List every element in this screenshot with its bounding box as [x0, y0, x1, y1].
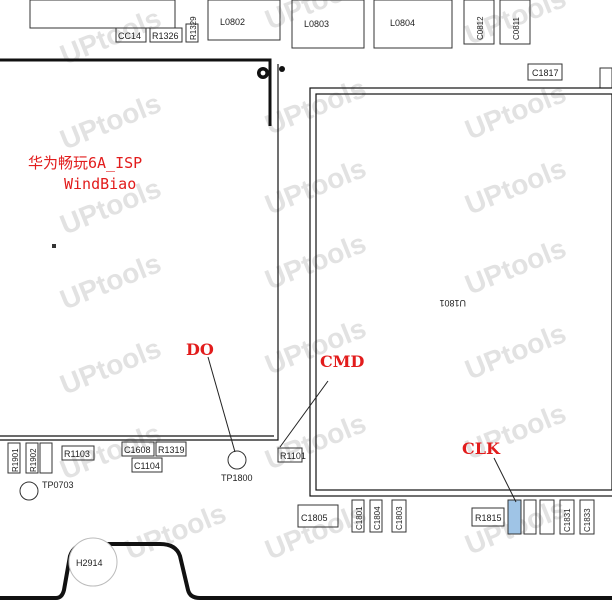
clk-highlight-pad: [507, 499, 522, 535]
label-c1801: C1801: [355, 506, 364, 530]
label-tp0703: TP0703: [42, 480, 74, 490]
label-c0812: C0812: [476, 16, 485, 40]
watermark-text: UPtools: [461, 232, 571, 300]
label-c0811: C0811: [512, 16, 521, 40]
cmd-label: CMD: [320, 352, 364, 371]
label-h2914: H2914: [76, 558, 103, 568]
small-part-1: [115, 27, 147, 43]
tp1800-pad: [227, 450, 247, 470]
test-points: TP1800 TP0703: [19, 450, 253, 501]
bottom-labels: R1901 R1902 R1103 C1608 R1319 C1104 R110…: [11, 445, 592, 532]
diagram-title: 华为畅玩6A_ISP: [28, 154, 142, 172]
label-c1803: C1803: [395, 506, 404, 530]
watermark-text: UPtools: [461, 317, 571, 385]
watermark-text: UPtools: [56, 87, 166, 155]
label-r1901: R1901: [11, 448, 20, 472]
svg-text:CC14: CC14: [118, 31, 141, 41]
left-chip-outline: [0, 58, 285, 441]
c1817-outline: [527, 63, 563, 81]
bottom-left-components: [7, 441, 595, 535]
label-c1805: C1805: [301, 513, 328, 523]
r1329-outline: [185, 23, 199, 43]
clk-arrow: [493, 457, 517, 503]
label-r1329: R1329: [189, 16, 198, 40]
watermark-text: UPtools: [121, 497, 231, 565]
annotation-arrows: [207, 356, 517, 503]
watermark-text: UPtools: [261, 497, 371, 565]
label-r1101: R1101: [280, 451, 306, 461]
watermark-text: UPtools: [261, 0, 371, 36]
top-component-block-1: [29, 0, 176, 29]
label-r1815: R1815: [475, 513, 502, 523]
label-r1326: R1326: [152, 31, 179, 41]
watermark-text: UPtools: [461, 152, 571, 220]
c0811-outline: [499, 0, 531, 45]
label-l0802: L0802: [220, 17, 245, 27]
top-components: [29, 0, 612, 89]
label-c1817: C1817: [532, 68, 559, 78]
watermark-text: UPtools: [56, 247, 166, 315]
label-l0804: L0804: [390, 18, 415, 28]
do-arrow: [207, 356, 236, 453]
label-r1319: R1319: [158, 445, 185, 455]
watermark-text: UPtools: [56, 332, 166, 400]
l0802-outline: [207, 0, 281, 41]
label-r1103: R1103: [64, 449, 90, 459]
label-l0803: L0803: [304, 19, 329, 29]
label-c1831: C1831: [563, 508, 572, 532]
r1326-outline: [149, 27, 183, 43]
left-chip-outer-edge: [0, 64, 279, 441]
l0803-outline: [291, 0, 365, 49]
tp0703-pad: [19, 481, 39, 501]
left-chip-top-edge: [0, 58, 272, 126]
label-c1104: C1104: [134, 461, 160, 471]
c0812-outline: [463, 0, 495, 45]
board-edge-line: [0, 542, 612, 600]
h2914-hole: [68, 537, 118, 587]
u1801-outline: [309, 87, 612, 497]
label-r1902: R1902: [29, 448, 38, 472]
diagram-subtitle: WindBiao: [64, 175, 136, 193]
label-tp1800: TP1800: [221, 473, 253, 483]
label-c1833: C1833: [583, 508, 592, 532]
do-label: DO: [186, 340, 214, 359]
label-c1608: C1608: [124, 445, 151, 455]
top-labels: CC14 R1326 L0802 L0803 L0804 C1817 C0812…: [118, 16, 559, 78]
edge-part: [599, 67, 612, 89]
l0804-outline: [373, 0, 453, 49]
label-c1804: C1804: [373, 506, 382, 530]
label-u1801: U1801: [439, 298, 466, 308]
clk-label: CLK: [462, 439, 501, 458]
board-edge: H2914: [0, 537, 612, 600]
cmd-arrow: [279, 380, 329, 448]
